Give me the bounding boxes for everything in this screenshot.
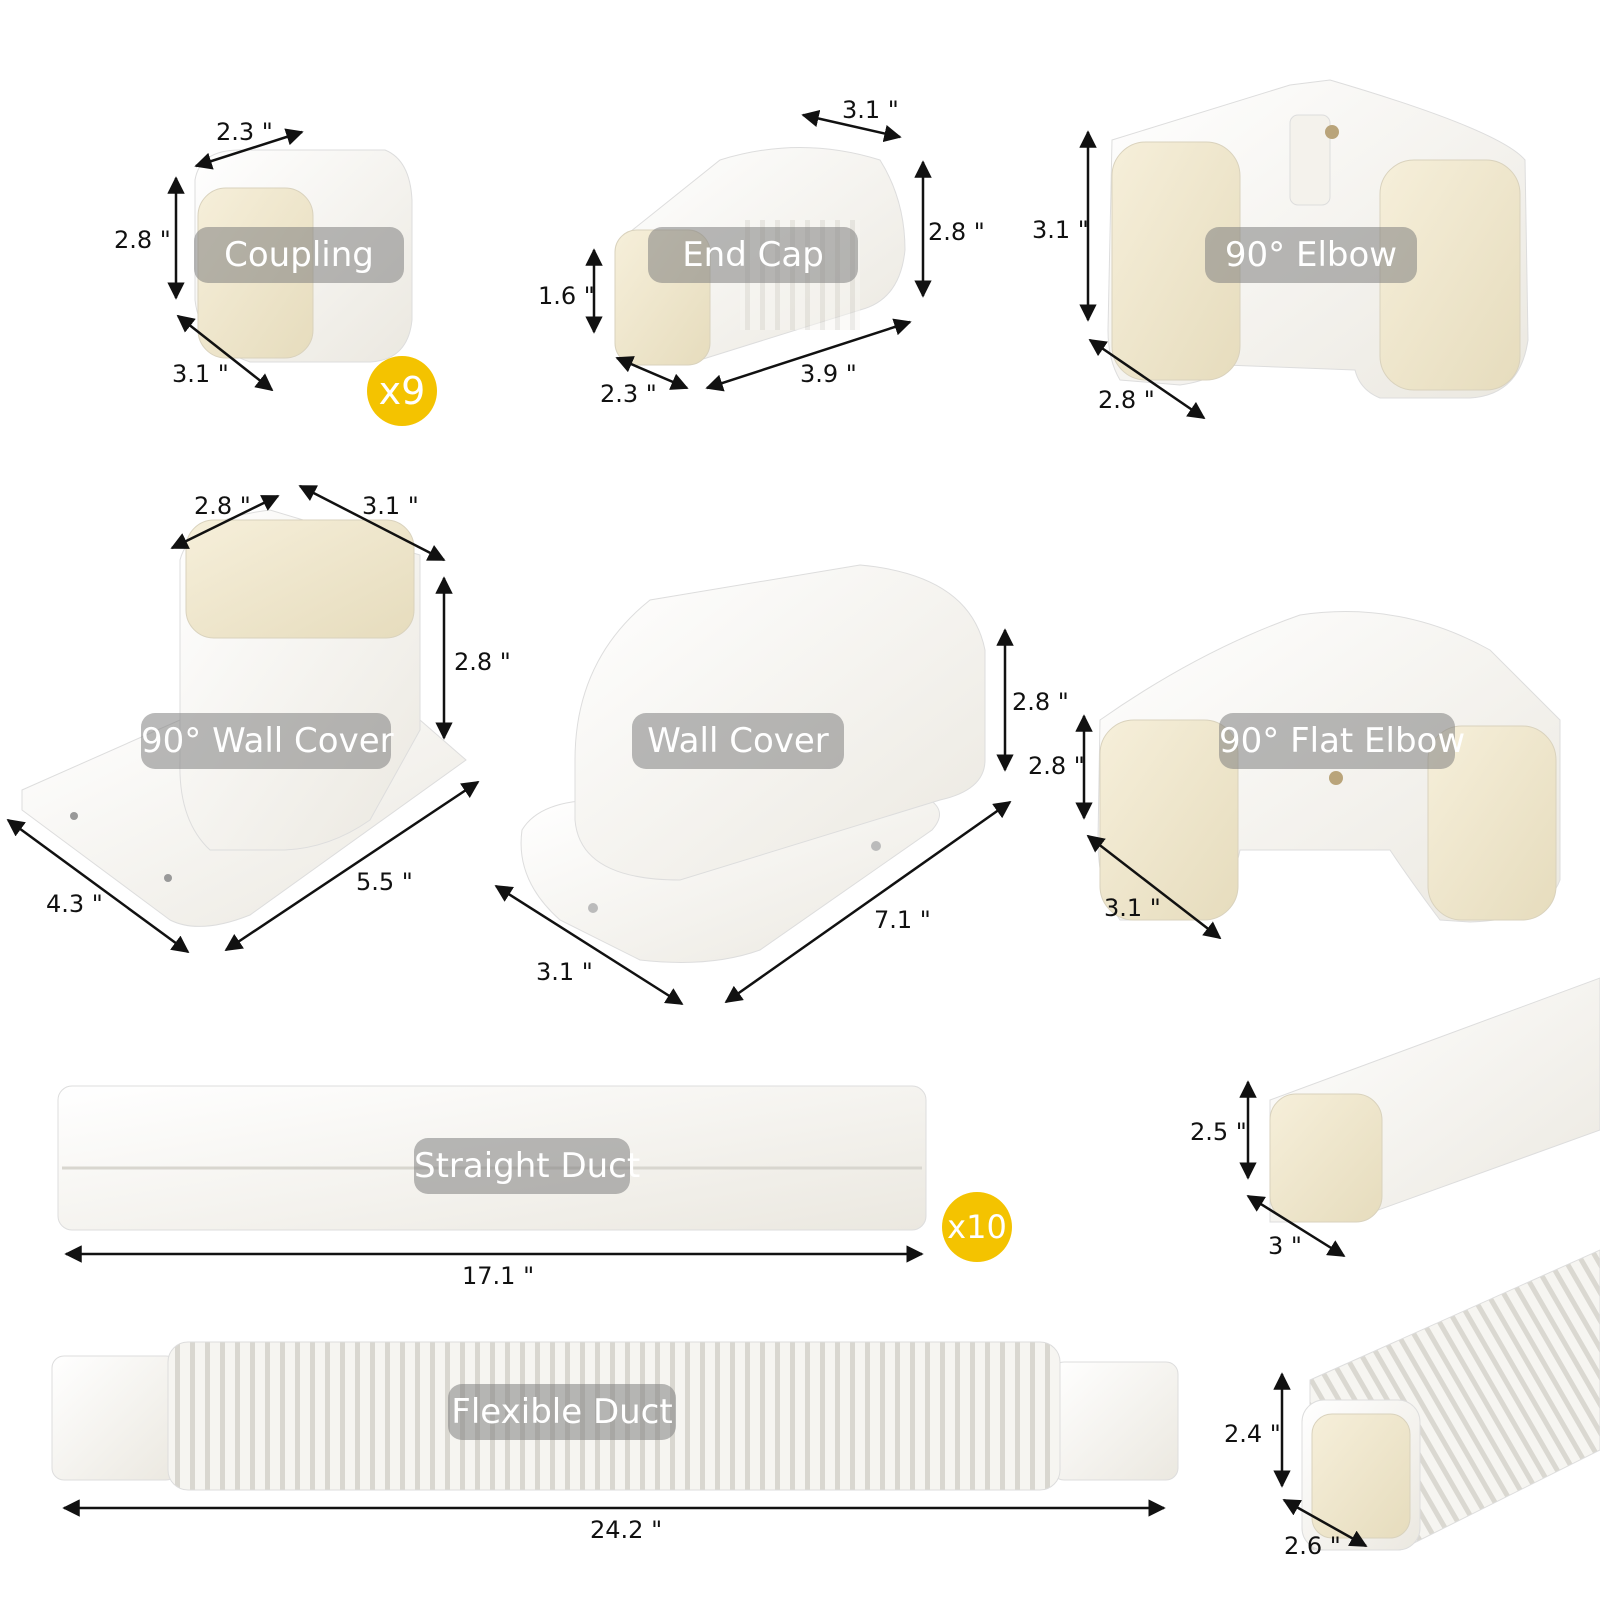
end-cap-top-width-dimension: 3.1 "	[842, 96, 899, 124]
flexible-duct-end-width-dimension: 2.6 "	[1284, 1532, 1341, 1560]
coupling-height-dimension: 2.8 "	[114, 226, 171, 254]
elbow-90-label: 90° Elbow	[1205, 227, 1417, 283]
elbow-90-depth-dimension: 2.8 "	[1098, 386, 1155, 414]
flat-elbow-90-width-dimension: 3.1 "	[1104, 894, 1161, 922]
flexible-duct-end-height-dimension: 2.4 "	[1224, 1420, 1281, 1448]
elbow-90-dimension-lines	[1079, 130, 1206, 420]
wall-cover-height-dimension: 2.8 "	[1012, 688, 1069, 716]
wall-cover-dimension-lines	[494, 628, 1014, 1006]
end-cap-length-dimension: 3.9 "	[800, 360, 857, 388]
end-cap-opening-height-dimension: 1.6 "	[538, 282, 595, 310]
straight-duct-end-part	[1269, 977, 1600, 1223]
straight-duct-length-dimension: 17.1 "	[462, 1262, 535, 1290]
end-cap-height-dimension: 2.8 "	[928, 218, 985, 246]
end-cap-opening-width-dimension: 2.3 "	[600, 380, 657, 408]
end-cap-label: End Cap	[648, 227, 858, 283]
coupling-dimension-lines	[167, 128, 304, 392]
flexible-duct-end-dimension-lines	[1273, 1372, 1368, 1548]
flat-elbow-90-height-dimension: 2.8 "	[1028, 752, 1085, 780]
straight-duct-end-width-dimension: 3 "	[1268, 1232, 1302, 1260]
coupling-label: Coupling	[194, 227, 404, 283]
straight-duct-label: Straight Duct	[414, 1138, 640, 1194]
elbow-90-height-dimension: 3.1 "	[1032, 216, 1089, 244]
straight-duct-end-dimension-lines	[1239, 1080, 1346, 1258]
wall-cover-90-base-depth-dimension: 4.3 "	[46, 890, 103, 918]
flexible-duct-length-dimension: 24.2 "	[590, 1516, 663, 1544]
wall-cover-90-base-length-dimension: 5.5 "	[356, 868, 413, 896]
wall-cover-label: Wall Cover	[632, 713, 844, 769]
wall-cover-90-width-dimension: 3.1 "	[362, 492, 419, 520]
wall-cover-length-dimension: 7.1 "	[874, 906, 931, 934]
wall-cover-90-height-dimension: 2.8 "	[454, 648, 511, 676]
straight-duct-quantity-badge: x10	[942, 1192, 1012, 1262]
flexible-duct-label: Flexible Duct	[448, 1384, 676, 1440]
wall-cover-90-dimension-lines	[6, 484, 480, 954]
coupling-depth-dimension: 3.1 "	[172, 360, 229, 388]
wall-cover-90-depth-dimension: 2.8 "	[194, 492, 251, 520]
flat-elbow-90-label: 90° Flat Elbow	[1219, 713, 1465, 769]
end-cap-dimension-lines	[585, 109, 932, 392]
wall-cover-width-dimension: 3.1 "	[536, 958, 593, 986]
flat-elbow-90-dimension-lines	[1075, 714, 1222, 940]
elbow-90-part	[1107, 79, 1529, 399]
coupling-width-dimension: 2.3 "	[216, 118, 273, 146]
wall-cover-90-label: 90° Wall Cover	[141, 713, 394, 769]
straight-duct-end-height-dimension: 2.5 "	[1190, 1118, 1247, 1146]
coupling-quantity-badge: x9	[367, 356, 437, 426]
flexible-duct-end-part	[1301, 1249, 1600, 1551]
